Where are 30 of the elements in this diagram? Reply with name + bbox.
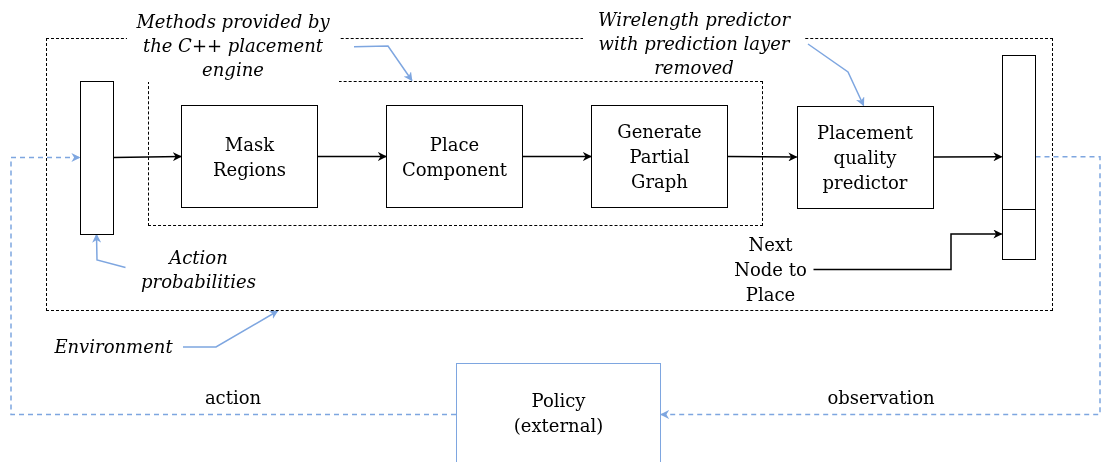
vector-segment <box>1001 54 1036 210</box>
leader-line <box>807 43 865 107</box>
node-label: Place Component <box>400 132 509 182</box>
node-label: Generate Partial Graph <box>616 120 703 194</box>
arrow <box>727 152 798 162</box>
process-box <box>181 105 318 208</box>
dashed-arrow <box>660 156 1101 419</box>
leader-line <box>92 233 127 269</box>
annotation-text: Next Node to Place <box>733 233 808 307</box>
leader-line <box>182 310 279 348</box>
process-box <box>796 105 934 209</box>
node-label: Mask Regions <box>211 132 288 182</box>
arrow <box>317 152 387 161</box>
annotation-text: Environment <box>54 335 173 359</box>
group-boundary <box>147 80 763 226</box>
arrow <box>812 229 1003 271</box>
node-label: Policy (external) <box>512 389 605 438</box>
arrow <box>112 152 182 162</box>
dashed-arrow <box>10 153 457 416</box>
policy-box <box>456 363 661 462</box>
node-label: Placement quality predictor <box>816 120 914 195</box>
process-box <box>386 105 523 208</box>
vector-segment <box>1001 208 1036 260</box>
process-box <box>591 105 728 208</box>
arrow <box>932 152 1003 162</box>
vector-bar <box>79 80 114 235</box>
leader-line <box>353 45 413 82</box>
annotation-text: Action probabilities <box>140 245 257 294</box>
arrow <box>522 152 592 161</box>
environment-boundary <box>46 38 1053 311</box>
